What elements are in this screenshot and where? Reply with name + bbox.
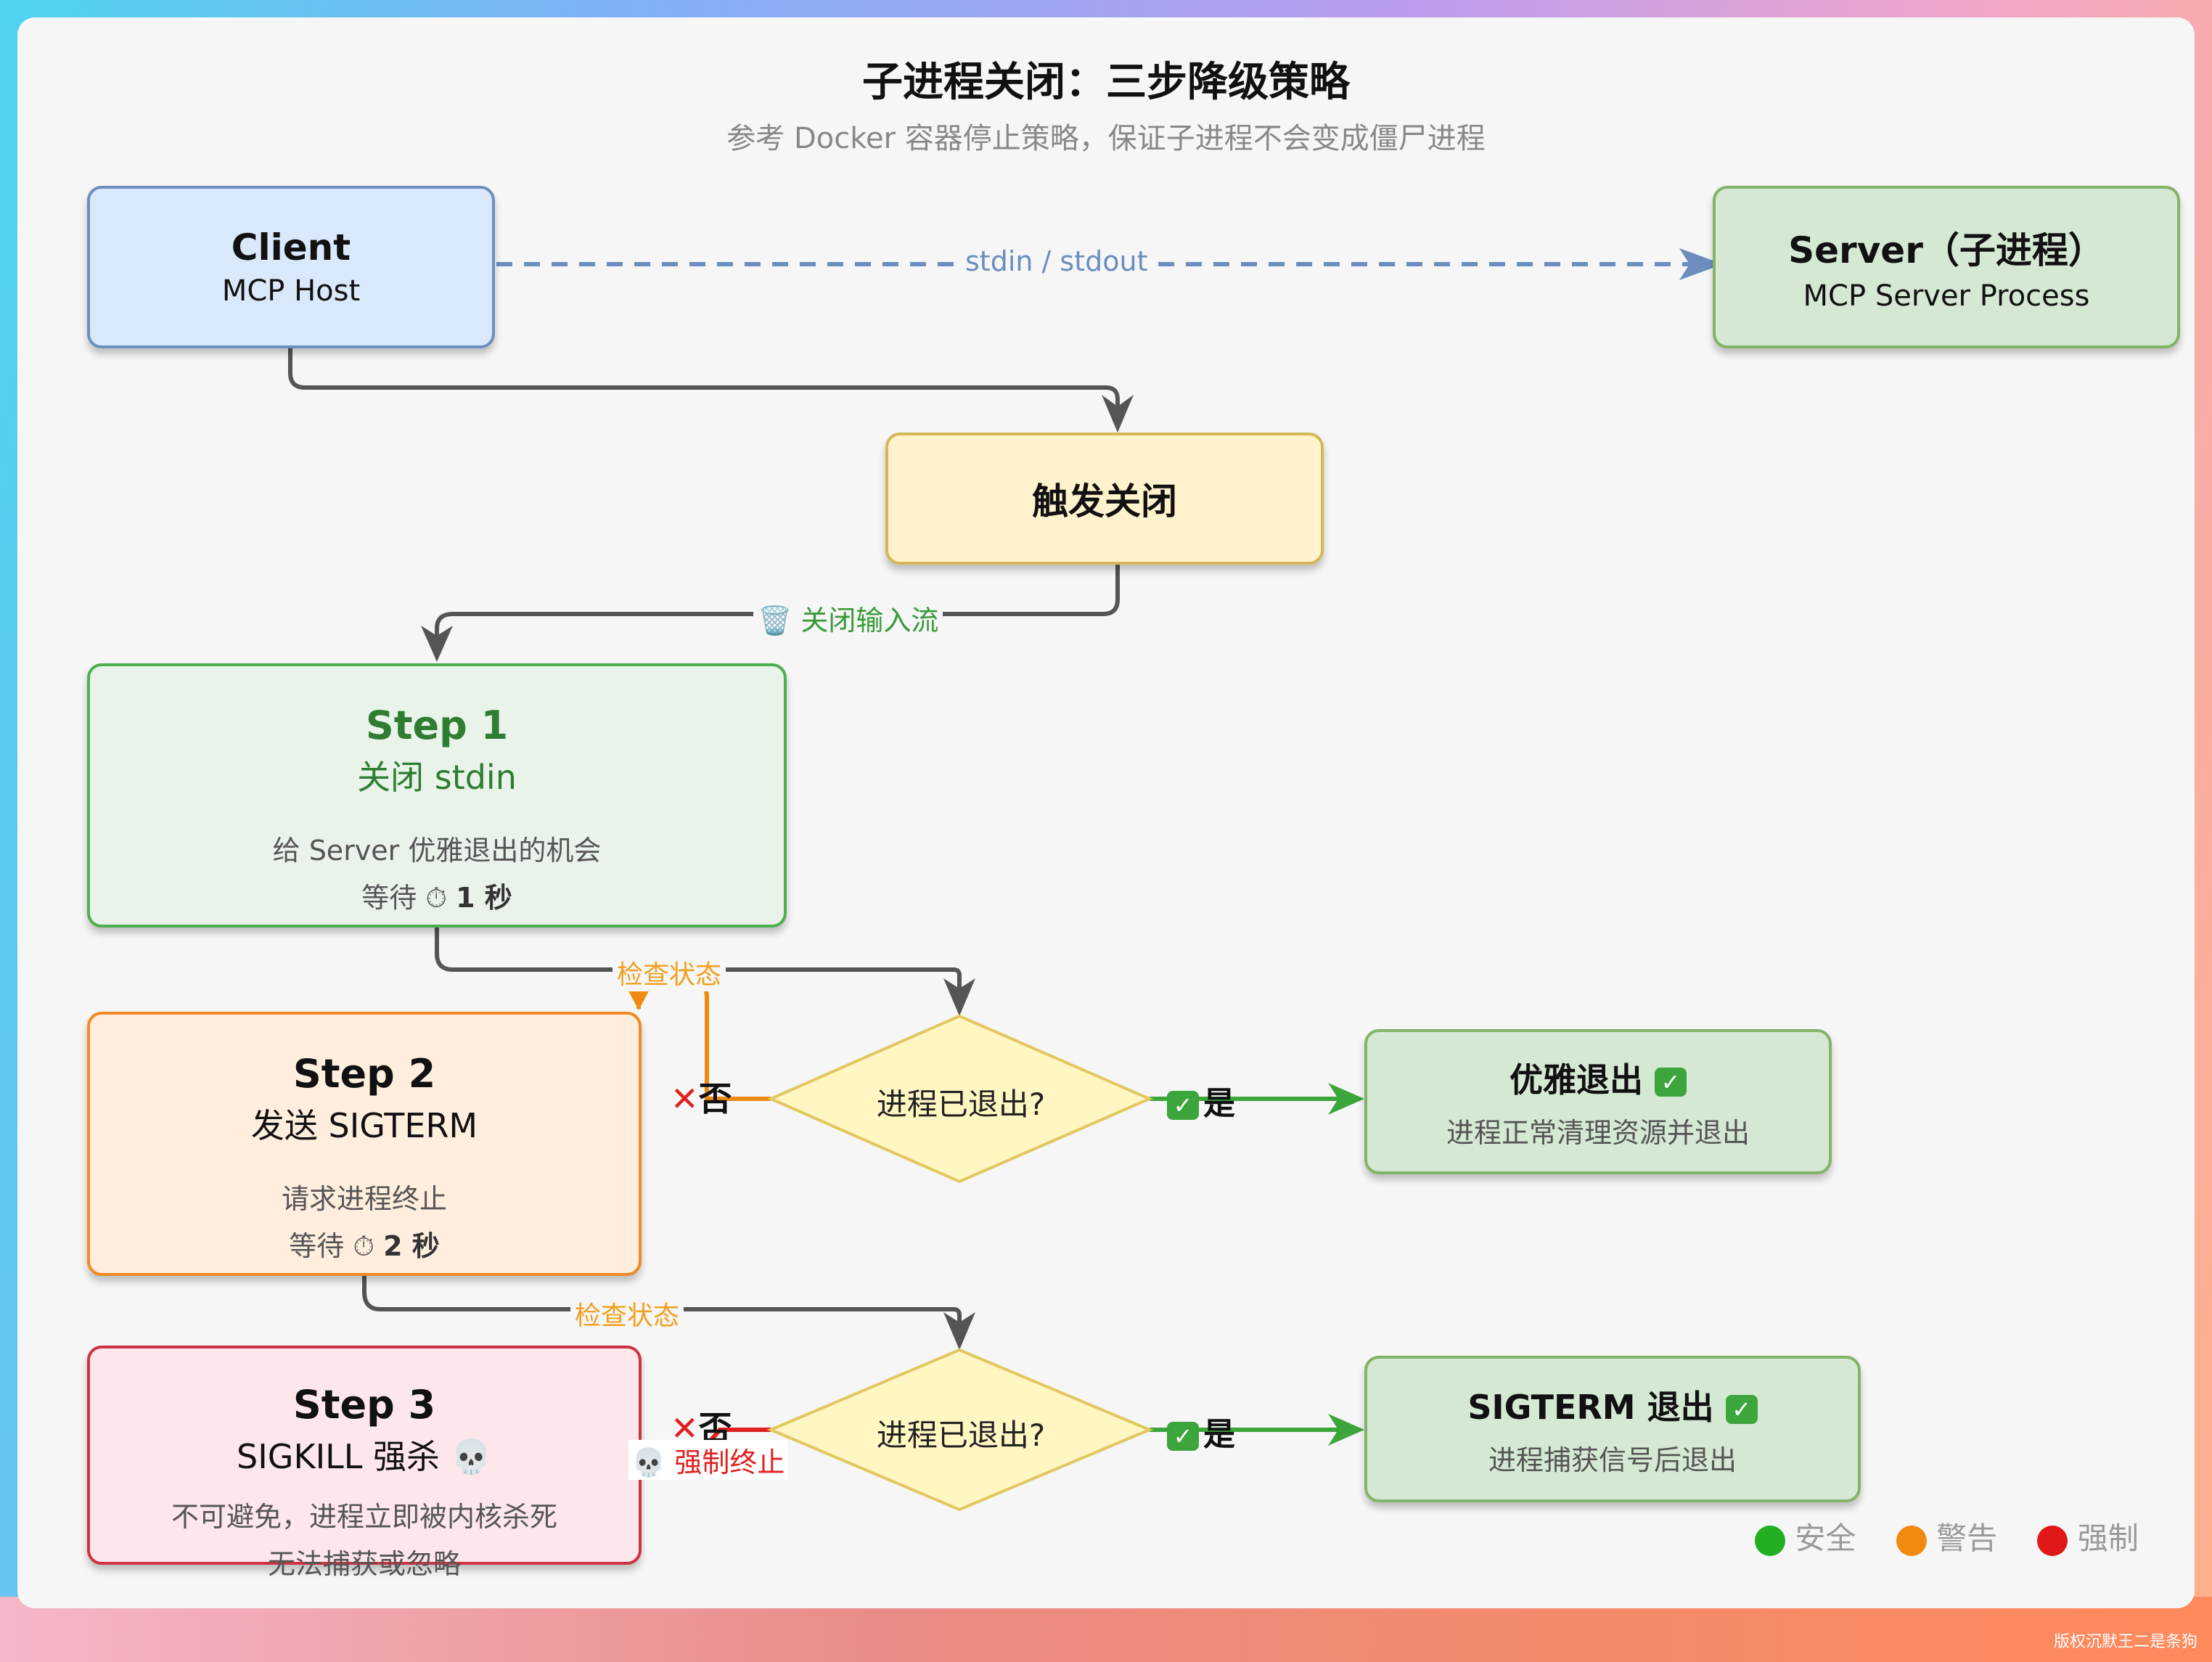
server-title: Server（子进程） <box>1788 229 2105 271</box>
decision1-no-label-group: ✕否 <box>671 1073 732 1121</box>
decision1-yes-label-group: ✓是 <box>1167 1077 1235 1123</box>
decision1-arrowhead <box>943 978 975 1016</box>
check-icon: ✓ <box>1655 1068 1687 1097</box>
client-to-trigger-connector <box>288 348 1120 409</box>
skull-icon: 💀 <box>631 1446 666 1478</box>
decision1-no-label: 否 <box>698 1079 732 1118</box>
check-icon: ✓ <box>1167 1091 1199 1120</box>
graceful-exit-title-row: 优雅退出 ✓ <box>1510 1054 1687 1102</box>
legend-item-warning: 警告 <box>1896 1520 2007 1556</box>
client-subtitle: MCP Host <box>221 274 361 308</box>
step1-wait-value: 1 秒 <box>456 882 512 914</box>
decision2-arrowhead <box>943 1312 975 1350</box>
decision2-diamond <box>766 1348 1154 1512</box>
force-kill-label: 强制终止 <box>674 1446 785 1478</box>
step2-desc: 请求进程终止 <box>281 1183 447 1215</box>
legend-force-label: 强制 <box>2077 1520 2139 1556</box>
check-label-1: 检查状态 <box>613 954 726 991</box>
page-subtitle: 参考 Docker 容器停止策略，保证子进程不会变成僵尸进程 <box>726 122 1486 155</box>
graceful-exit-node: 优雅退出 ✓ 进程正常清理资源并退出 <box>1364 1029 1832 1174</box>
close-input-label-group: 🗑️ 关闭输入流 <box>753 598 943 638</box>
step1-title: Step 1 <box>365 703 509 748</box>
cross-icon: ✕ <box>671 1079 699 1118</box>
decision2-yes-label: 是 <box>1203 1416 1235 1453</box>
step2-wait-value: 2 秒 <box>383 1230 440 1262</box>
sigterm-exit-title: SIGTERM 退出 <box>1467 1387 1714 1427</box>
step3-node: Step 3 SIGKILL 强杀 💀 不可避免，进程立即被内核杀死 无法捕获或… <box>87 1346 642 1580</box>
sigterm-exit-node: SIGTERM 退出 ✓ 进程捕获信号后退出 <box>1364 1356 1861 1502</box>
force-kill-label-group: 💀 强制终止 <box>628 1440 788 1480</box>
step2-wait-prefix: 等待 <box>289 1230 345 1262</box>
server-node: Server（子进程） MCP Server Process <box>1713 186 2180 348</box>
legend: 安全 警告 强制 <box>1755 1514 2139 1558</box>
check-icon: ✓ <box>1167 1422 1199 1451</box>
step1-node: Step 1 关闭 stdin 给 Server 优雅退出的机会 等待 ⏱ 1 … <box>87 663 787 928</box>
stdio-label: stdin / stdout <box>961 245 1152 277</box>
step1-desc: 给 Server 优雅退出的机会 <box>272 835 602 867</box>
step2-wait: 等待 ⏱ 2 秒 <box>289 1224 440 1264</box>
sigterm-exit-arrowhead <box>1328 1414 1364 1446</box>
step2-title: Step 2 <box>292 1051 436 1097</box>
decision1-text: 进程已退出? <box>876 1086 1046 1122</box>
decision2-text: 进程已退出? <box>876 1417 1046 1453</box>
step2-subtitle: 发送 SIGTERM <box>250 1106 478 1145</box>
step3-desc1: 不可避免，进程立即被内核杀死 <box>171 1501 557 1533</box>
step3-subtitle: SIGKILL 强杀 💀 <box>237 1437 492 1476</box>
step1-wait-prefix: 等待 <box>361 882 417 914</box>
legend-item-safe: 安全 <box>1755 1520 1866 1556</box>
step1-subtitle: 关闭 stdin <box>357 758 517 797</box>
legend-warning-label: 警告 <box>1936 1520 1998 1556</box>
legend-safe-label: 安全 <box>1795 1520 1856 1556</box>
decision2-yes-label-group: ✓是 <box>1167 1408 1235 1454</box>
step2-node: Step 2 发送 SIGTERM 请求进程终止 等待 ⏱ 2 秒 <box>87 1012 642 1276</box>
check-icon: ✓ <box>1725 1395 1758 1424</box>
sigterm-exit-subtitle: 进程捕获信号后退出 <box>1488 1444 1737 1476</box>
page-title: 子进程关闭：三步降级策略 <box>862 59 1350 106</box>
step3-desc2: 无法捕获或忽略 <box>267 1548 461 1580</box>
graceful-exit-subtitle: 进程正常清理资源并退出 <box>1446 1116 1750 1149</box>
client-node: Client MCP Host <box>87 186 495 348</box>
trash-icon: 🗑️ <box>758 605 792 636</box>
legend-item-force: 强制 <box>2037 1520 2139 1556</box>
warning-dot-icon <box>1896 1525 1927 1556</box>
watermark: 版权沉默王二是条狗 <box>2053 1633 2197 1651</box>
trigger-node: 触发关闭 <box>885 433 1324 565</box>
sigterm-exit-title-row: SIGTERM 退出 ✓ <box>1467 1381 1758 1429</box>
graceful-exit-arrowhead <box>1328 1083 1364 1115</box>
force-dot-icon <box>2037 1525 2068 1556</box>
server-subtitle: MCP Server Process <box>1803 279 2090 313</box>
timer-icon: ⏱ <box>425 882 447 914</box>
step1-wait: 等待 ⏱ 1 秒 <box>361 875 512 915</box>
check-label-2: 检查状态 <box>570 1295 684 1333</box>
step1-arrowhead <box>421 626 453 662</box>
trigger-label: 触发关闭 <box>1032 480 1177 523</box>
stdio-arrowhead <box>1679 248 1723 280</box>
timer-icon: ⏱ <box>353 1230 374 1262</box>
graceful-exit-title: 优雅退出 <box>1509 1060 1643 1100</box>
trigger-arrowhead <box>1102 395 1134 433</box>
client-title: Client <box>231 226 351 269</box>
decision1-yes-label: 是 <box>1203 1085 1235 1122</box>
decision1-diamond <box>767 1014 1154 1184</box>
safe-dot-icon <box>1755 1525 1785 1556</box>
diagram-canvas: 子进程关闭：三步降级策略 参考 Docker 容器停止策略，保证子进程不会变成僵… <box>17 17 2195 1608</box>
step3-title: Step 3 <box>292 1382 436 1428</box>
close-input-label: 关闭输入流 <box>800 605 939 636</box>
